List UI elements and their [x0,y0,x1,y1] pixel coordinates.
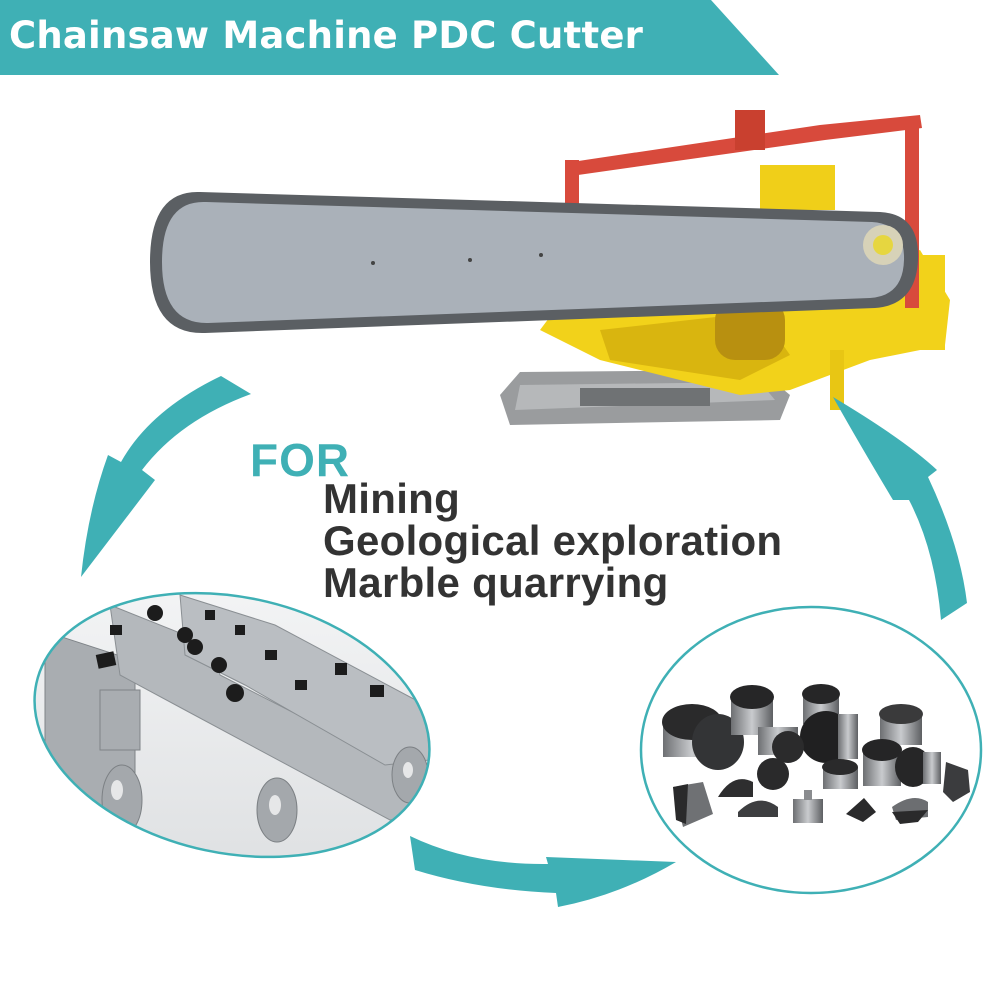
application-item-geological-exploration: Geological exploration [323,517,783,564]
pdc-cutters-image [639,605,983,895]
chainsaw-machine-image [150,110,950,425]
applications-list: Mining Geological exploration Marble qua… [323,478,782,604]
for-label: FOR [250,434,351,486]
banner-shape [0,0,779,75]
title-banner: Chainsaw Machine PDC Cutter [0,0,780,76]
application-item-marble-quarrying: Marble quarrying [323,559,669,606]
chain-links-image [25,585,450,865]
banner-title: Chainsaw Machine PDC Cutter [9,14,644,57]
application-item-mining: Mining [323,475,461,522]
